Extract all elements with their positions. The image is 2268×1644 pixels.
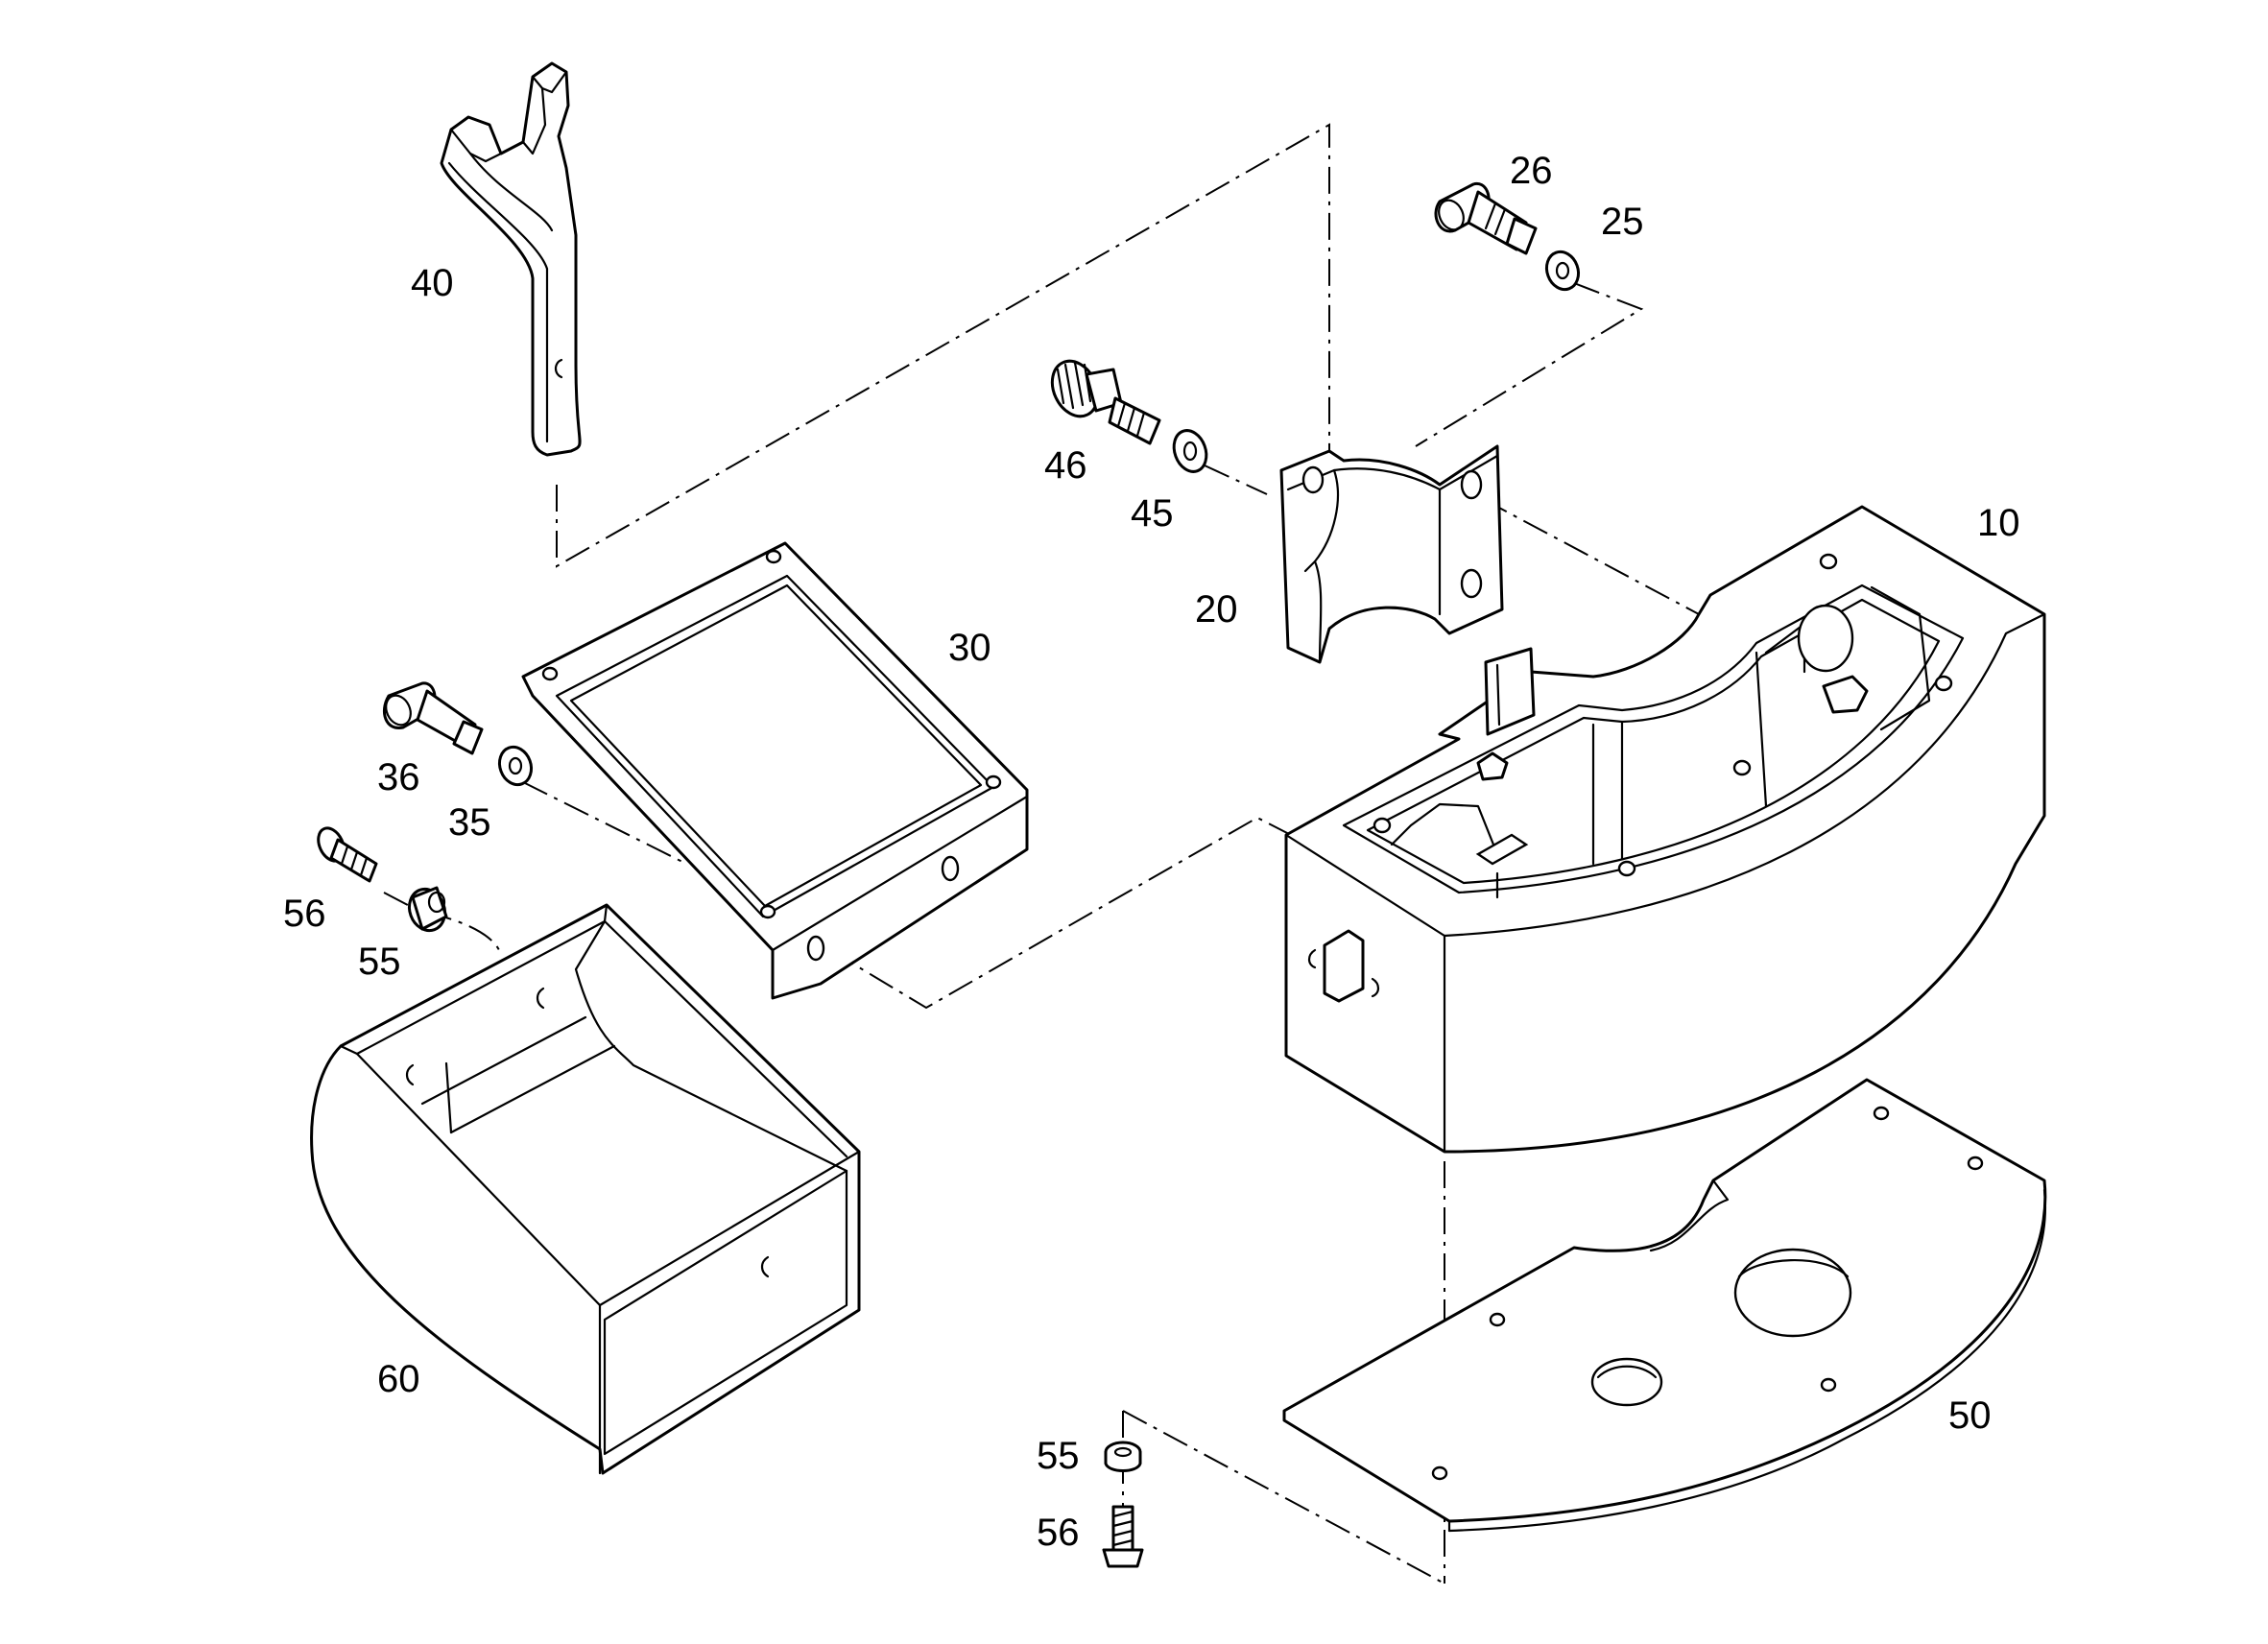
leader-45-to-20 <box>1204 465 1268 495</box>
part-60-cover-box <box>310 903 861 1475</box>
leader-40-to-20 <box>556 123 1330 568</box>
part-25-washer <box>1544 250 1581 292</box>
part-55-spacer-bottom <box>1104 1441 1142 1472</box>
callout-30: 30 <box>948 627 991 669</box>
callout-35: 35 <box>448 801 491 844</box>
callout-45: 45 <box>1131 492 1174 535</box>
callout-55-left: 55 <box>358 941 401 983</box>
part-40-fork-lever <box>440 61 582 457</box>
leader-35-to-30 <box>522 781 687 865</box>
leader-55-to-50 <box>1122 1410 1445 1584</box>
part-45-washer <box>1172 429 1208 473</box>
part-46-thumb-screw <box>1050 359 1161 445</box>
callout-labels: 10 20 25 26 30 35 36 40 45 46 50 55 55 5… <box>283 150 2020 1554</box>
callout-25: 25 <box>1601 201 1644 243</box>
callout-50: 50 <box>1948 1394 1992 1437</box>
callout-10: 10 <box>1977 502 2020 544</box>
callout-56-left: 56 <box>283 893 326 935</box>
callout-56-bottom: 56 <box>1037 1512 1080 1554</box>
part-20-clamp-bracket <box>1279 444 1504 664</box>
part-30-frame-plate <box>521 541 1029 1000</box>
part-56-screw-bottom <box>1102 1505 1144 1568</box>
callout-26: 26 <box>1510 150 1553 192</box>
leader-25-to-20 <box>1415 282 1644 447</box>
callout-55-bottom: 55 <box>1037 1435 1080 1477</box>
part-26-cap-screw <box>1434 181 1538 255</box>
callout-60: 60 <box>377 1358 420 1400</box>
callout-36: 36 <box>377 756 420 798</box>
part-10-housing <box>1284 505 2046 1154</box>
leader-30-to-10 <box>829 816 1292 1010</box>
leader-20-to-10 <box>1482 498 1700 615</box>
part-55-spacer-left <box>407 886 448 933</box>
part-56-screw-left <box>317 826 378 883</box>
part-50-base-plate <box>1282 1078 2047 1533</box>
part-35-washer <box>497 745 534 787</box>
callout-20: 20 <box>1195 588 1238 631</box>
callout-46: 46 <box>1044 444 1087 487</box>
part-36-cap-screw <box>383 681 484 755</box>
callout-40: 40 <box>411 262 454 304</box>
